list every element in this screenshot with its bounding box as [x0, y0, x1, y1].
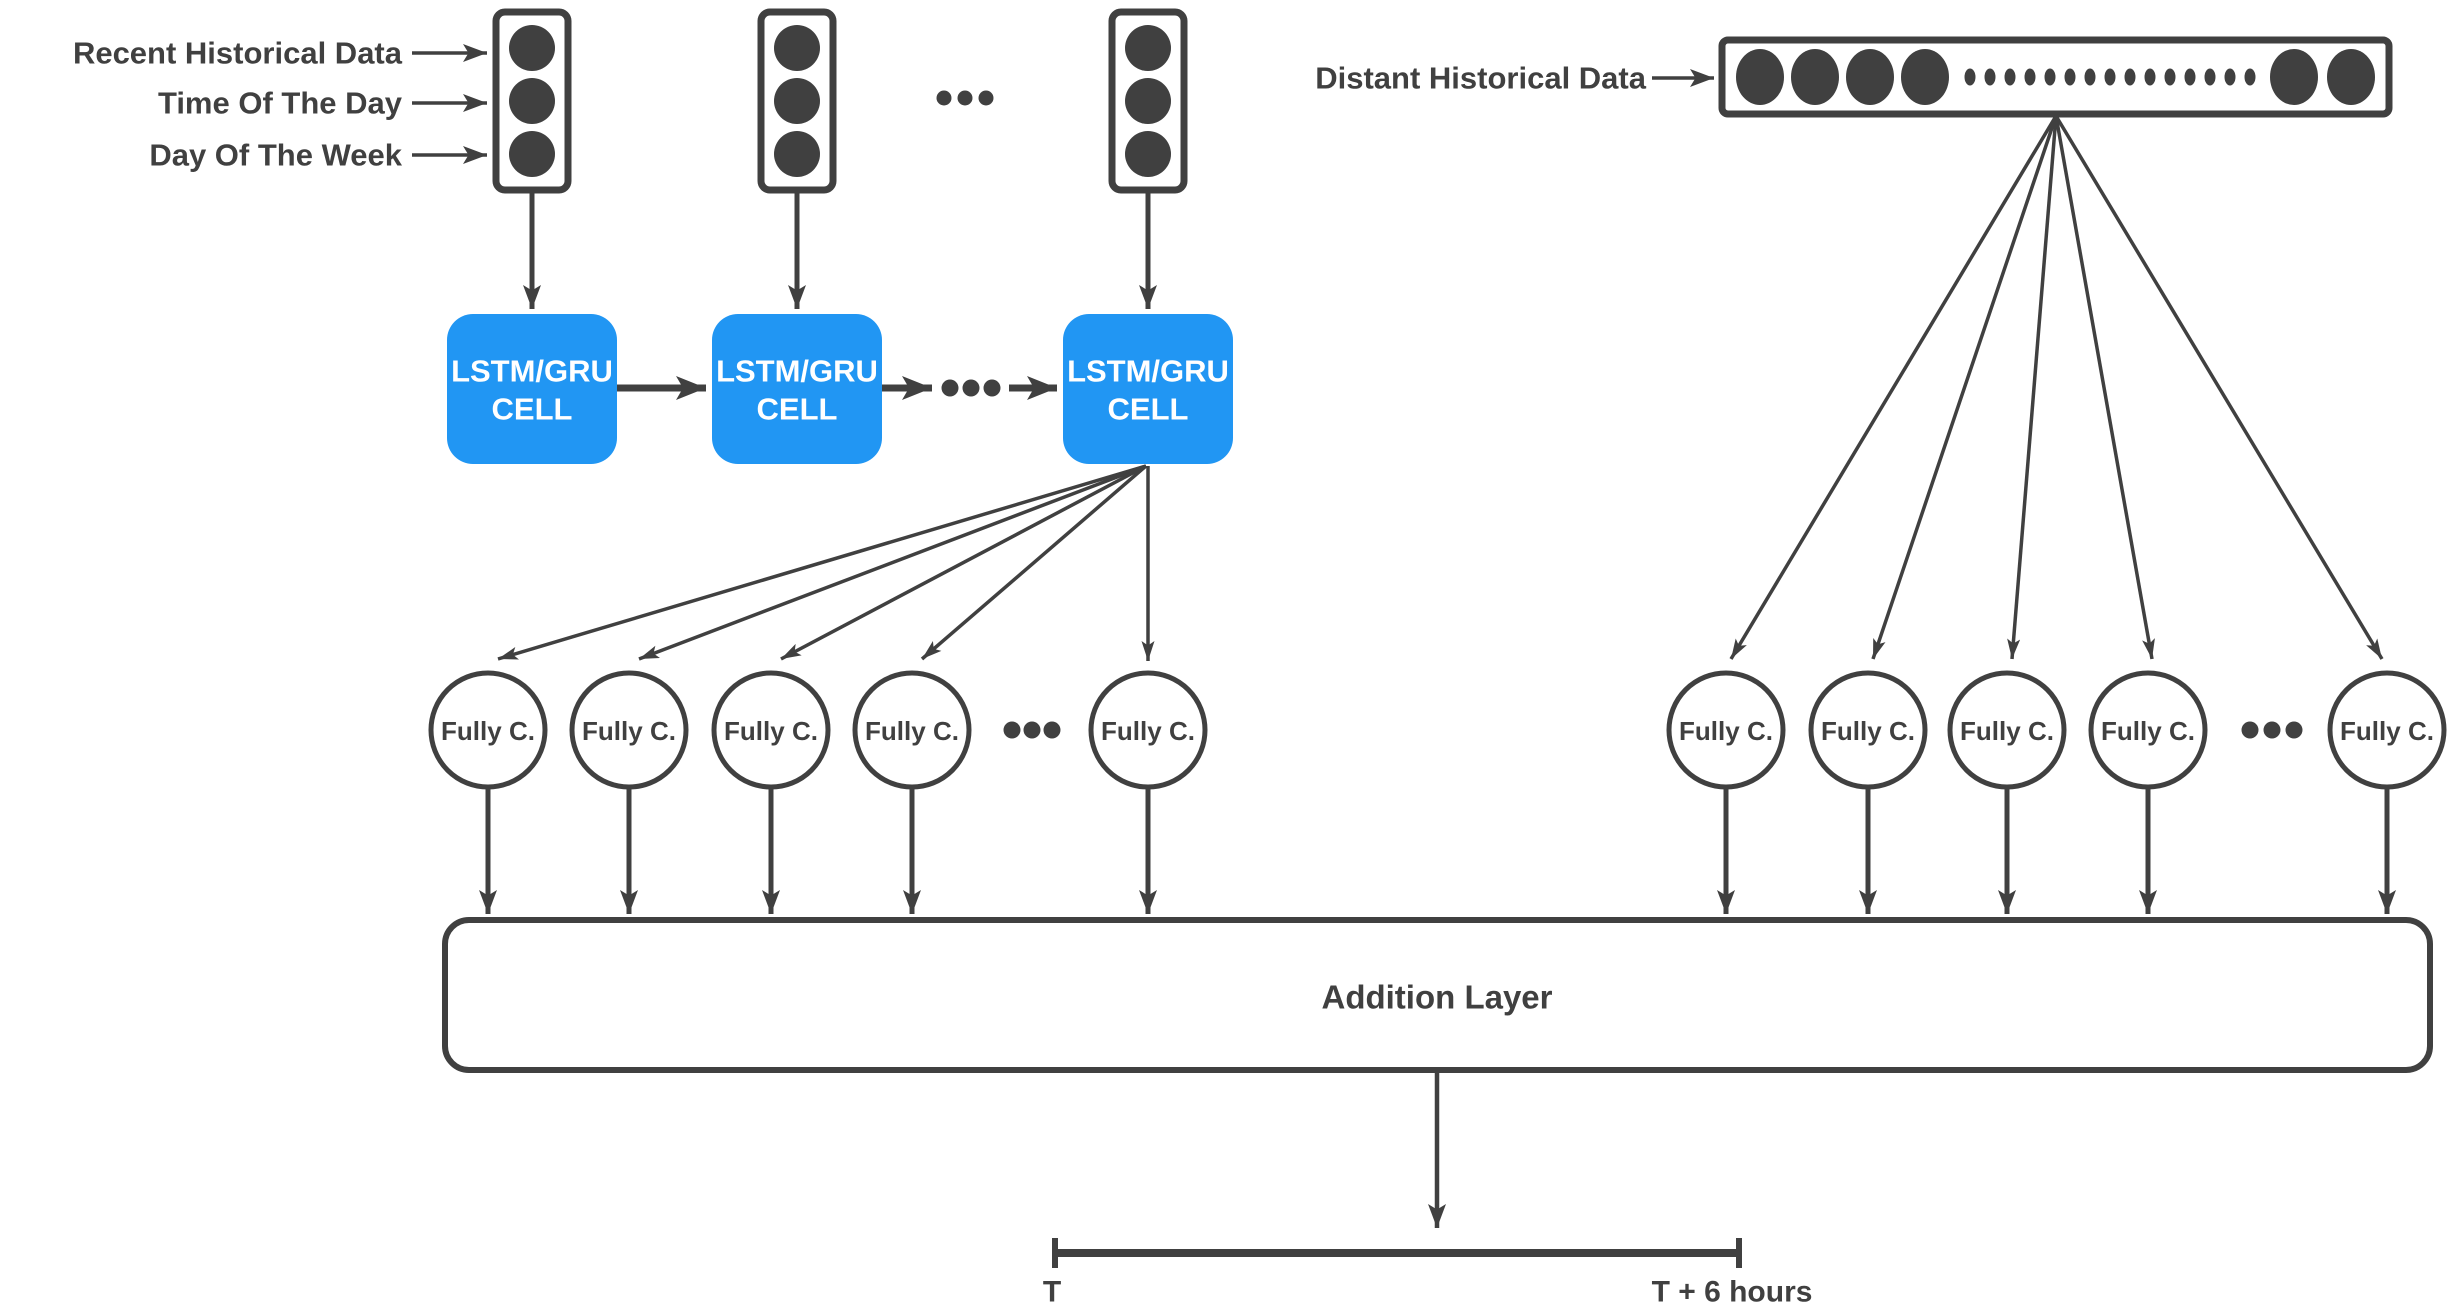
- label-distant-historical-data: Distant Historical Data: [1315, 61, 1647, 96]
- ellipsis-dots-fc-right: [2241, 721, 2303, 739]
- addition-layer: Addition Layer: [442, 917, 2433, 1073]
- ellipsis-dots-fc-left: [1003, 721, 1061, 739]
- fc-node-3: Fully C.: [711, 670, 831, 790]
- input-vector-3: [1108, 8, 1188, 194]
- fc-to-addition-arrows: [479, 788, 2396, 914]
- lstm-cell-2-line2: CELL: [757, 392, 838, 427]
- lstm-cell-1: LSTM/GRU CELL: [447, 314, 617, 464]
- lstm-cell-2: LSTM/GRU CELL: [712, 314, 882, 464]
- fc-node-6: Fully C.: [1666, 670, 1786, 790]
- fc-node-3-label: Fully C.: [724, 716, 818, 746]
- input-labels: Recent Historical Data Time Of The Day D…: [73, 36, 487, 173]
- lstm-cell-2-line1: LSTM/GRU: [716, 354, 878, 389]
- distant-input: Distant Historical Data: [1315, 36, 2393, 118]
- fc-row-right: Fully C. Fully C. Fully C. Fully C. Full…: [1666, 670, 2447, 790]
- input-vector-2: [757, 8, 837, 194]
- fc-node-2: Fully C.: [569, 670, 689, 790]
- ellipsis-dots-distant: [1964, 68, 2256, 86]
- distant-to-fc-fan: [1729, 115, 2384, 660]
- label-recent-historical-data: Recent Historical Data: [73, 36, 403, 71]
- label-day-of-the-week: Day Of The Week: [149, 138, 402, 173]
- fc-node-9-label: Fully C.: [2101, 716, 2195, 746]
- fan-arrow-distant-to-fc9: [2054, 115, 2155, 660]
- fc-node-10: Fully C.: [2327, 670, 2447, 790]
- fan-arrow-distant-to-fc7: [1871, 115, 2058, 660]
- ellipsis-dots-top: [936, 90, 994, 106]
- fc-node-8: Fully C.: [1947, 670, 2067, 790]
- fc-node-9: Fully C.: [2088, 670, 2208, 790]
- fc-node-7: Fully C.: [1808, 670, 1928, 790]
- lstm-row: LSTM/GRU CELL LSTM/GRU CELL LSTM/GRU CEL…: [447, 314, 1233, 464]
- timeline-label-start: T: [1043, 1276, 1061, 1309]
- label-time-of-the-day: Time Of The Day: [158, 86, 403, 121]
- ellipsis-dots-cells: [941, 379, 1001, 397]
- fc-node-10-label: Fully C.: [2340, 716, 2434, 746]
- lstm-cell-3-line1: LSTM/GRU: [1067, 354, 1229, 389]
- fc-node-7-label: Fully C.: [1821, 716, 1915, 746]
- timeline: T T + 6 hours: [1043, 1238, 1813, 1309]
- fc-node-8-label: Fully C.: [1960, 716, 2054, 746]
- fc-node-1-label: Fully C.: [441, 716, 535, 746]
- distant-vector: [1718, 36, 2393, 118]
- fan-arrow-cell3-to-fc3: [780, 464, 1147, 661]
- addition-layer-label: Addition Layer: [1321, 979, 1552, 1016]
- fc-node-6-label: Fully C.: [1679, 716, 1773, 746]
- fc-node-5-label: Fully C.: [1101, 716, 1195, 746]
- fc-node-2-label: Fully C.: [582, 716, 676, 746]
- fan-arrow-distant-to-fc8: [2007, 115, 2058, 660]
- lstm-cell-3: LSTM/GRU CELL: [1063, 314, 1233, 464]
- lstm-cell-1-line2: CELL: [492, 392, 573, 427]
- fan-arrow-cell3-to-fc2: [638, 464, 1147, 661]
- input-vector-1: [492, 8, 572, 194]
- fan-arrow-cell3-to-fc4: [920, 464, 1148, 661]
- fc-node-1: Fully C.: [428, 670, 548, 790]
- input-vectors: [492, 8, 1188, 309]
- fan-arrow-distant-to-fc10: [2054, 115, 2384, 660]
- lstm-cell-1-line1: LSTM/GRU: [451, 354, 613, 389]
- timeline-label-end: T + 6 hours: [1652, 1276, 1813, 1309]
- fc-row-left: Fully C. Fully C. Fully C. Fully C. Full…: [428, 670, 1208, 790]
- fc-node-4-label: Fully C.: [865, 716, 959, 746]
- fc-node-5: Fully C.: [1088, 670, 1208, 790]
- fc-node-4: Fully C.: [852, 670, 972, 790]
- fan-arrow-cell3-to-fc1: [497, 464, 1147, 661]
- output: T T + 6 hours: [1043, 1072, 1813, 1309]
- lstm-to-fc-fan: [497, 464, 1155, 661]
- lstm-cell-3-line2: CELL: [1108, 392, 1189, 427]
- fan-arrow-distant-to-fc6: [1729, 115, 2058, 660]
